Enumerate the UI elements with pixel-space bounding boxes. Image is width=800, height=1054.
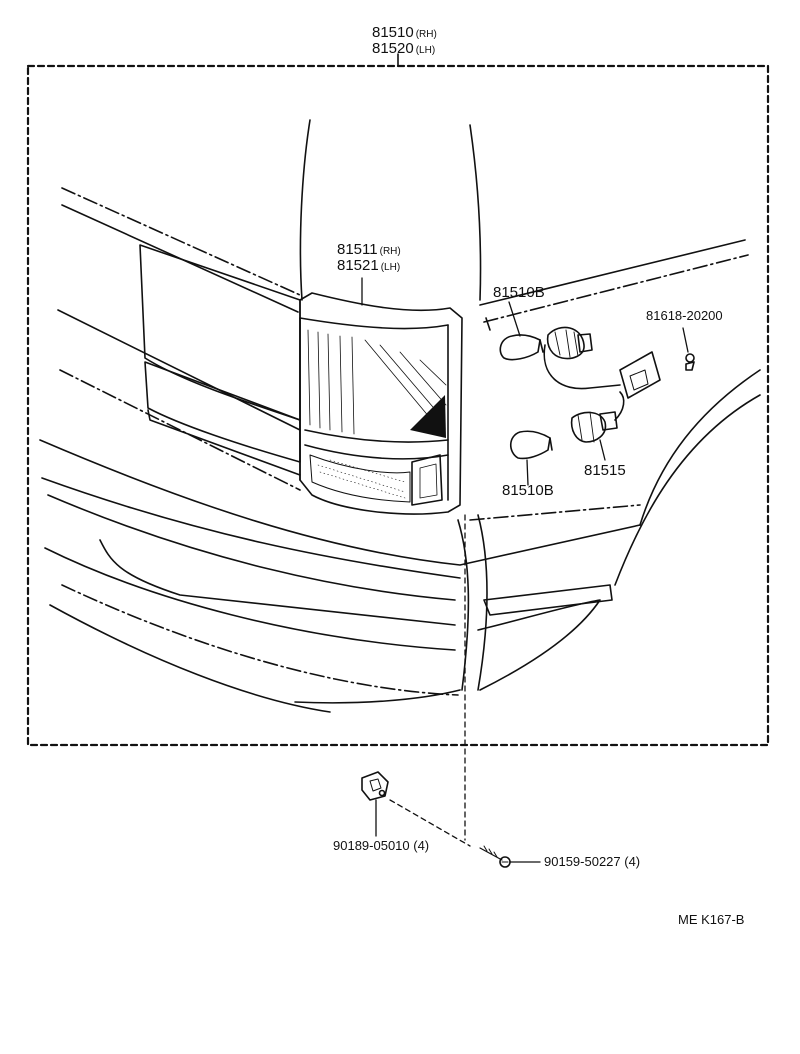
small-screw <box>685 353 695 371</box>
screw <box>479 845 511 868</box>
lens-part-number-lh: 81521(LH) <box>337 258 400 274</box>
lens-part-rh: 81511 <box>337 241 378 258</box>
assembly-boundary <box>26 53 770 747</box>
lens-part-number-rh: 81511(RH) <box>337 242 401 258</box>
callout-bulb-upper: 81510B <box>493 284 545 301</box>
lens-side-lh: (LH) <box>380 262 401 273</box>
callout-screw: 90159-50227 (4) <box>544 854 641 869</box>
assembly-part-lh: 81520 <box>372 40 414 57</box>
diagram-code: ME K167-B <box>678 912 745 927</box>
tail-lamp-lens <box>299 292 463 515</box>
vehicle-body <box>39 119 761 713</box>
assembly-part-number-rh: 81510(RH) <box>372 25 437 41</box>
clip <box>361 771 389 801</box>
bulb-upper <box>499 334 544 361</box>
socket-wiring <box>543 326 661 443</box>
bulb-lower <box>509 430 553 460</box>
callout-clip: 90189-05010 (4) <box>333 838 430 853</box>
assembly-side-lh: (LH) <box>415 45 436 56</box>
assembly-side-rh: (RH) <box>415 29 437 40</box>
callout-bulb-lower: 81510B <box>502 482 554 499</box>
leader-lines <box>361 277 689 863</box>
lens-part-lh: 81521 <box>337 257 379 274</box>
lens-side-rh: (RH) <box>379 246 401 257</box>
assembly-part-rh: 81510 <box>372 24 414 41</box>
assembly-part-number-lh: 81520(LH) <box>372 41 435 57</box>
callout-socket: 81515 <box>584 462 626 479</box>
callout-small-screw: 81618-20200 <box>646 308 723 323</box>
